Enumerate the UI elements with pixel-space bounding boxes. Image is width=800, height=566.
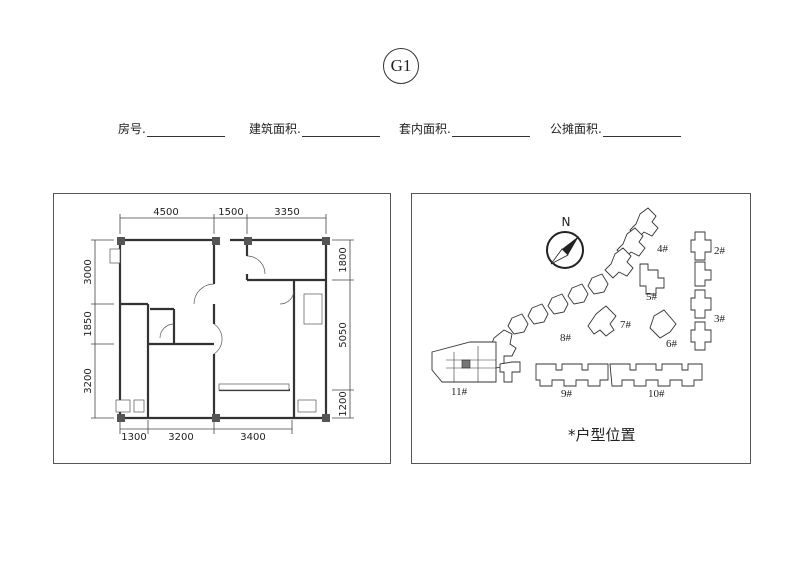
floor-plan-panel: 4500 1500 3350 1300 3200 3400 3000 1850 … xyxy=(53,193,391,464)
dim-left-1: 3000 xyxy=(83,259,94,284)
gross-area-blank[interactable] xyxy=(301,124,380,137)
shared-area-field[interactable]: 公摊面积. xyxy=(550,120,681,137)
internal-area-label: 套内面积. xyxy=(399,122,451,136)
dim-right-2: 5050 xyxy=(338,322,349,347)
building-label-11: 11# xyxy=(451,386,468,398)
unit-location-caption: *户型位置 xyxy=(568,426,636,444)
building-label-3: 3# xyxy=(714,313,726,325)
floor-plan-drawing: 4500 1500 3350 1300 3200 3400 3000 1850 … xyxy=(83,207,354,443)
dim-top-2: 1500 xyxy=(218,207,243,218)
north-label: N xyxy=(562,215,571,229)
north-arrow-icon xyxy=(546,231,584,269)
dim-right-3: 1200 xyxy=(338,391,349,416)
dim-left-3: 3200 xyxy=(83,368,94,393)
internal-area-blank[interactable] xyxy=(451,124,530,137)
gross-area-label: 建筑面积. xyxy=(249,122,301,136)
room-number-blank[interactable] xyxy=(146,124,225,137)
building-label-5: 5# xyxy=(646,291,658,303)
building-label-8: 8# xyxy=(560,332,572,344)
internal-area-field[interactable]: 套内面积. xyxy=(399,120,530,137)
building-label-2: 2# xyxy=(714,245,726,257)
dim-top-3: 3350 xyxy=(274,207,299,218)
dim-bottom-1: 1300 xyxy=(121,432,146,443)
building-label-7: 7# xyxy=(620,319,632,331)
site-plan-panel: N xyxy=(411,193,751,464)
building-label-9: 9# xyxy=(561,388,573,400)
building-label-6: 6# xyxy=(666,338,678,350)
building-label-10: 10# xyxy=(648,388,665,400)
gross-area-field[interactable]: 建筑面积. xyxy=(249,120,380,137)
dim-top-1: 4500 xyxy=(153,207,178,218)
shared-area-blank[interactable] xyxy=(602,124,681,137)
room-number-field[interactable]: 房号. xyxy=(118,120,225,137)
unit-code-badge: G1 xyxy=(383,48,419,84)
room-number-label: 房号. xyxy=(118,122,146,136)
dim-bottom-2: 3200 xyxy=(168,432,193,443)
building-label-4: 4# xyxy=(657,243,669,255)
shared-area-label: 公摊面积. xyxy=(550,122,602,136)
info-fields-row: 房号. 建筑面积. 套内面积. 公摊面积. xyxy=(0,120,800,140)
dim-bottom-3: 3400 xyxy=(240,432,265,443)
site-plan-drawing: N xyxy=(431,207,726,444)
unit-location-marker xyxy=(461,359,471,369)
dim-right-1: 1800 xyxy=(338,247,349,272)
dim-left-2: 1850 xyxy=(83,311,94,336)
